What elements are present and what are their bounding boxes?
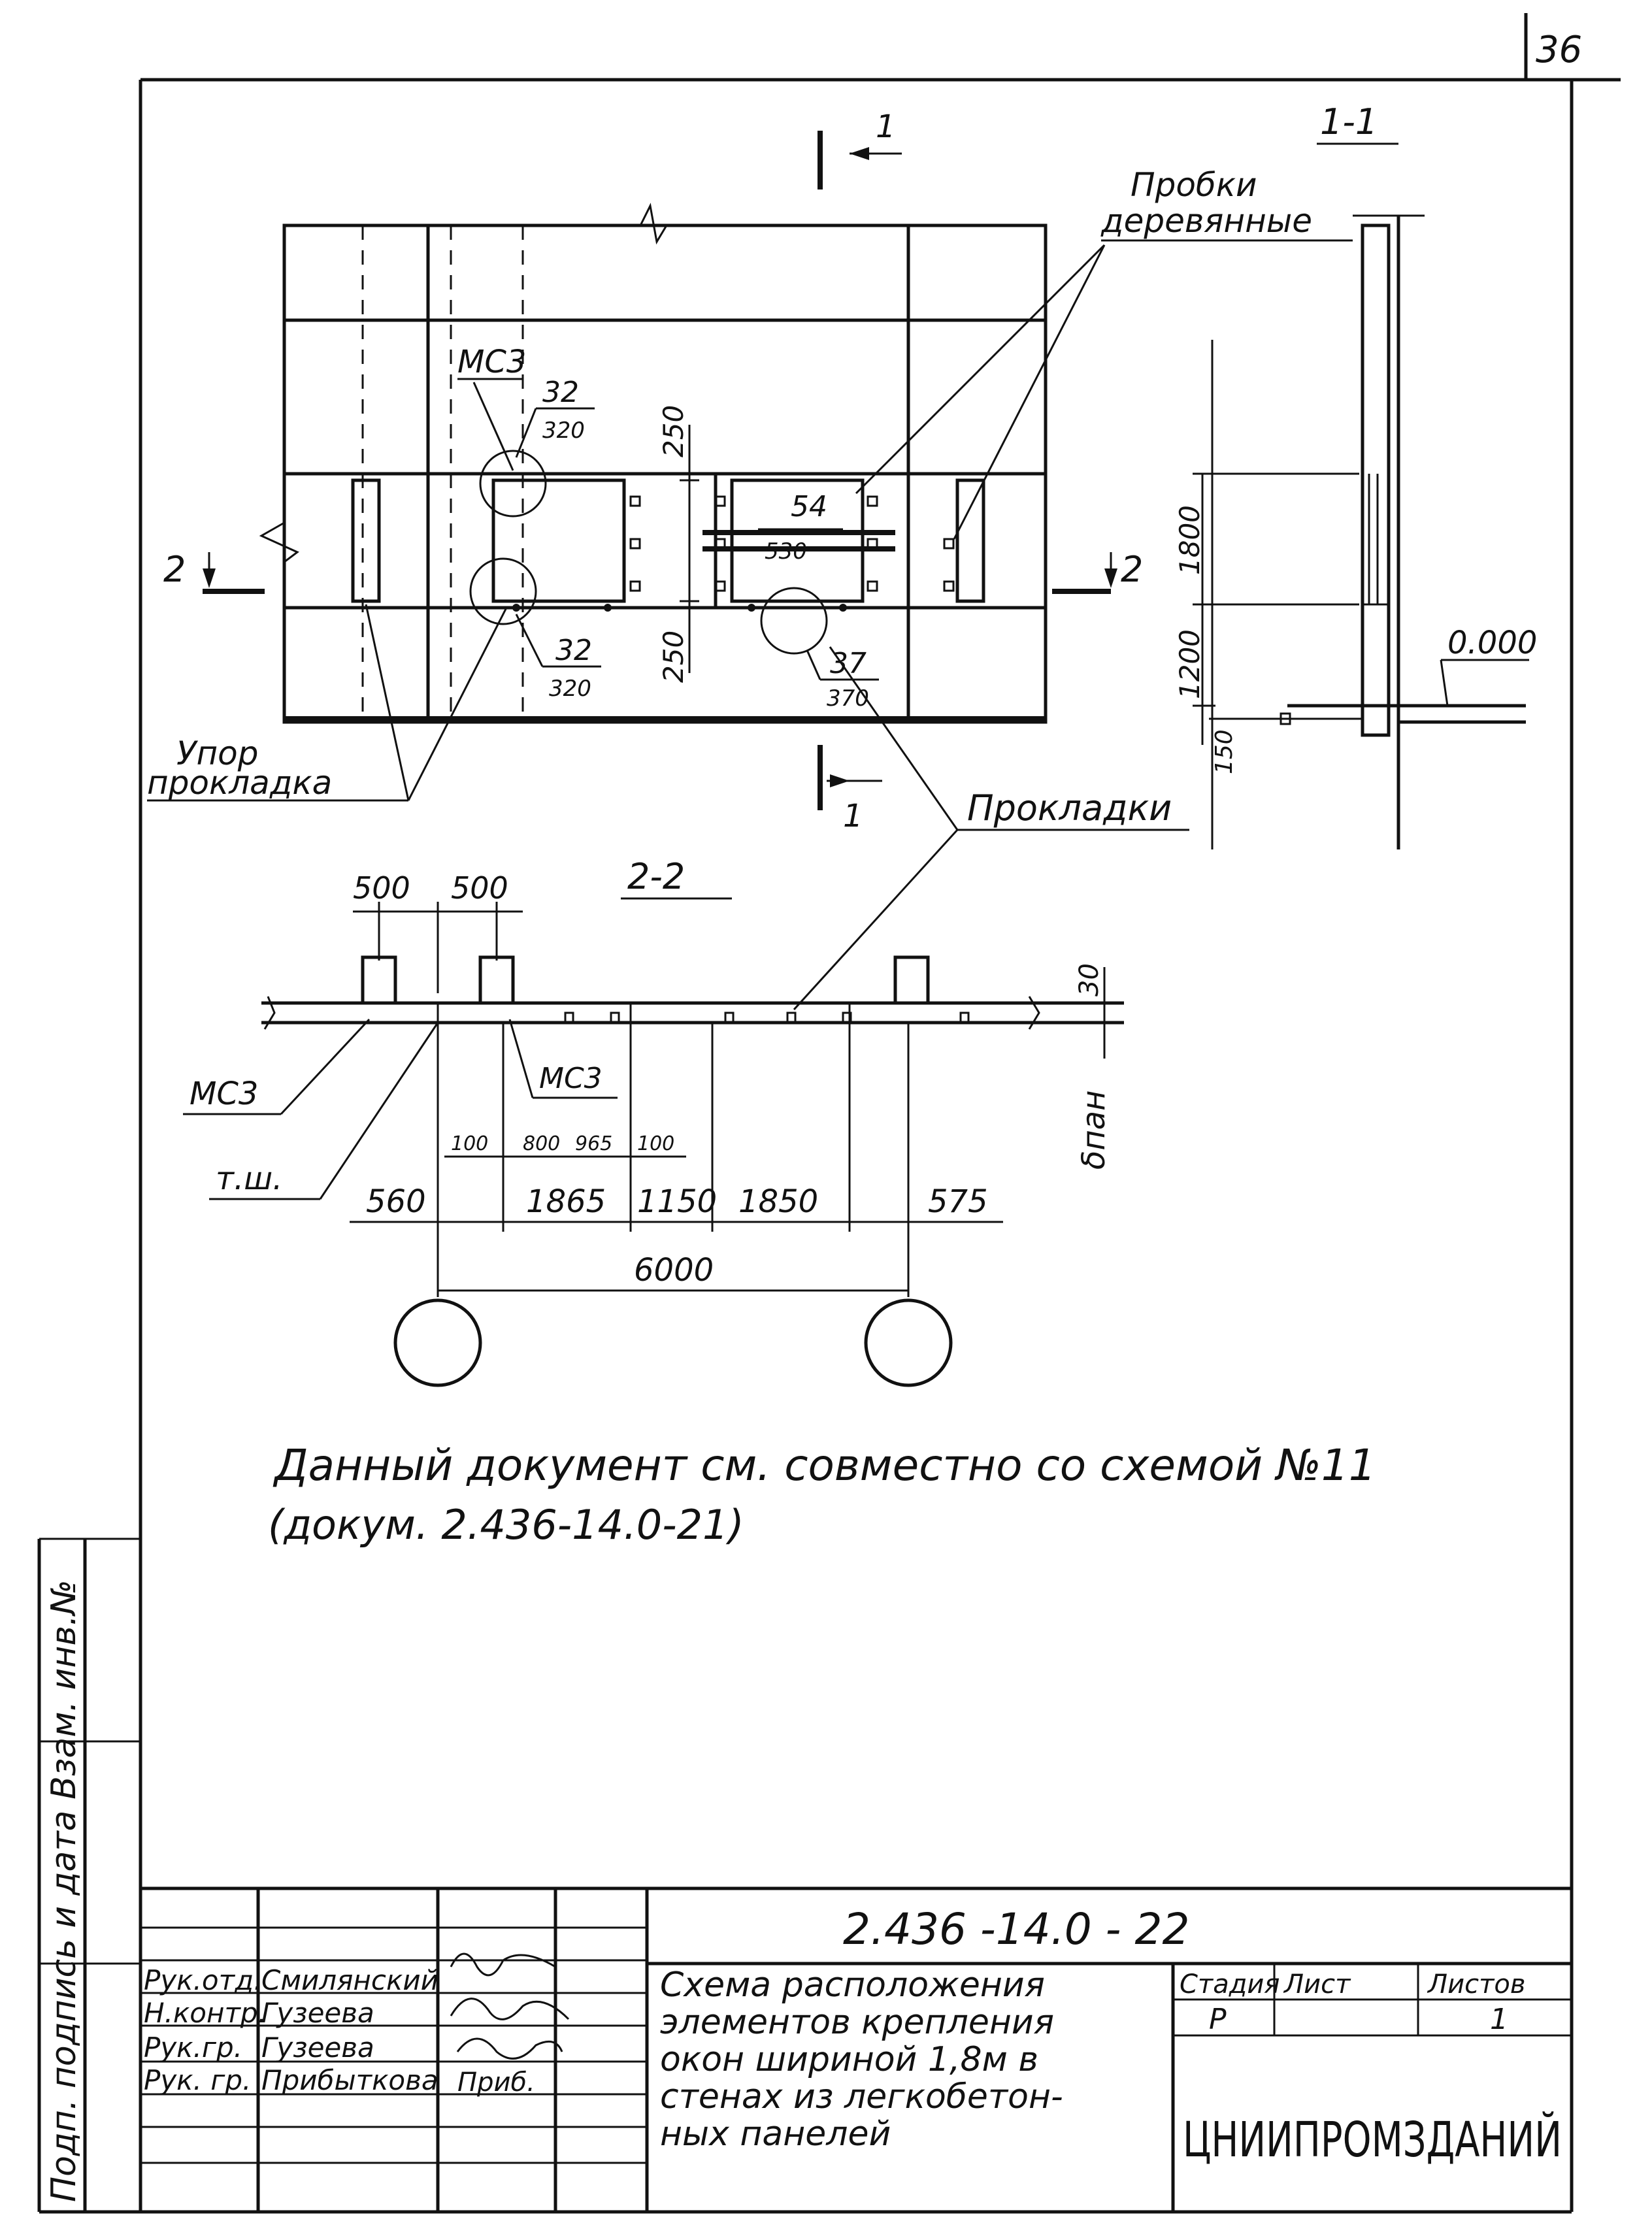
signature-4: Приб. bbox=[457, 2067, 535, 2098]
chain-dim-1: 560 bbox=[366, 1183, 426, 1220]
pads-label: Прокладки bbox=[967, 787, 1172, 829]
dim-150: 150 bbox=[1211, 729, 1238, 774]
plugs-label-1: Пробки bbox=[1131, 166, 1257, 204]
plan-dim-250-bottom: 250 bbox=[657, 631, 689, 683]
note-line-2: (докум. 2.436-14.0-21) bbox=[268, 1501, 744, 1549]
plan-dim-250-top: 250 bbox=[657, 405, 689, 457]
section-2-left: 2 bbox=[163, 549, 186, 590]
level-mark: 0.000 bbox=[1447, 625, 1537, 661]
sheet-number: 36 bbox=[1536, 29, 1582, 71]
title-line-5: ных панелей bbox=[660, 2115, 891, 2154]
small-dim-2: 800 bbox=[523, 1132, 560, 1155]
note-line-1: Данный документ см. совместно со схемой … bbox=[273, 1440, 1376, 1490]
stage-value: Р bbox=[1209, 2003, 1227, 2036]
title-line-3: окон шириной 1,8м в bbox=[660, 2040, 1038, 2079]
chain-dim-3: 1150 bbox=[637, 1183, 717, 1220]
title-line-2: элементов крепления bbox=[660, 2003, 1054, 2042]
organization: ЦНИИПРОМЗДАНИЙ bbox=[1183, 2111, 1562, 2168]
callout-1-bottom: 320 bbox=[542, 418, 585, 444]
plan-view: 1 1 2 2 МС3 32 320 32 320 54 530 37 bbox=[147, 108, 1189, 1011]
role-4: Рук. гр. bbox=[144, 2064, 251, 2096]
name-2: Гузеева bbox=[261, 1997, 374, 2029]
dim-1800: 1800 bbox=[1174, 505, 1206, 575]
callout-4-top: 37 bbox=[830, 647, 867, 680]
title-block bbox=[140, 1886, 1572, 2212]
name-1: Смилянский bbox=[261, 1964, 438, 1996]
stop-pad-label-1: Упор bbox=[176, 734, 259, 772]
title-line-4: стенах из легкобетон- bbox=[660, 2077, 1063, 2116]
chain-dim-4: 1850 bbox=[738, 1183, 818, 1220]
wooden-plugs bbox=[512, 495, 955, 612]
callout-3-bottom: 530 bbox=[765, 538, 807, 565]
stop-pad-label-2: прокладка bbox=[147, 764, 332, 802]
mc3-label-plan: МС3 bbox=[457, 344, 526, 380]
joint-label: т.ш. bbox=[216, 1160, 282, 1197]
sheets-header: Листов bbox=[1427, 1969, 1525, 1999]
mc3-label-left: МС3 bbox=[190, 1076, 258, 1112]
axis-bubble-left bbox=[393, 1298, 482, 1387]
callout-4-bottom: 370 bbox=[827, 685, 869, 712]
side-strip-text: Подп. подпись и дата Взам. инв.№ bbox=[44, 1579, 84, 2202]
section-2-2-title: 2-2 bbox=[627, 856, 685, 897]
dim-1200: 1200 bbox=[1174, 629, 1206, 699]
callout-3-top: 54 bbox=[791, 490, 827, 523]
chain-dim-2: 1865 bbox=[526, 1183, 606, 1220]
small-dim-1: 100 bbox=[451, 1132, 488, 1155]
total-dim: 6000 bbox=[634, 1252, 714, 1289]
section-2-2: 2-2 500 500 30 δпан МС3 МС bbox=[183, 856, 1124, 1387]
callout-2-bottom: 320 bbox=[549, 676, 591, 702]
cut-mark-bottom: 1 bbox=[843, 798, 863, 834]
section-1-1: 1-1 0.000 1800 1200 150 Пробки деревянны… bbox=[855, 101, 1537, 849]
role-2: Н.контр. bbox=[144, 1997, 267, 2029]
name-4: Прибыткова bbox=[261, 2064, 438, 2096]
axis-bubble-right bbox=[864, 1298, 953, 1387]
callout-1-top: 32 bbox=[542, 376, 579, 409]
plugs-label-2: деревянные bbox=[1100, 202, 1312, 240]
name-3: Гузеева bbox=[261, 2032, 374, 2064]
panel-thickness-label: δпан bbox=[1076, 1090, 1112, 1170]
top-dim-1: 500 bbox=[353, 870, 410, 906]
role-1: Рук.отд. bbox=[144, 1964, 262, 1996]
doc-code: 2.436 -14.0 - 22 bbox=[843, 1904, 1189, 1954]
small-dim-3: 965 bbox=[575, 1132, 612, 1155]
side-strip bbox=[37, 1538, 140, 2212]
chain-dim-5: 575 bbox=[928, 1183, 988, 1220]
sheets-value: 1 bbox=[1490, 2003, 1508, 2036]
right-dim-30: 30 bbox=[1074, 963, 1104, 996]
small-dim-4: 100 bbox=[637, 1132, 674, 1155]
top-dim-2: 500 bbox=[451, 870, 508, 906]
mc3-label-right: МС3 bbox=[539, 1062, 603, 1095]
signatures: Приб. bbox=[450, 1952, 570, 2098]
section-2-right: 2 bbox=[1121, 549, 1143, 590]
callout-2-top: 32 bbox=[555, 634, 592, 667]
stage-header: Стадия bbox=[1180, 1969, 1280, 1999]
sheet-header: Лист bbox=[1283, 1969, 1351, 1999]
section-1-1-title: 1-1 bbox=[1320, 101, 1378, 142]
cut-mark-top: 1 bbox=[876, 108, 896, 145]
sheet-frame bbox=[39, 13, 1621, 2214]
title-line-1: Схема расположения bbox=[660, 1966, 1045, 2005]
role-3: Рук.гр. bbox=[144, 2032, 242, 2064]
